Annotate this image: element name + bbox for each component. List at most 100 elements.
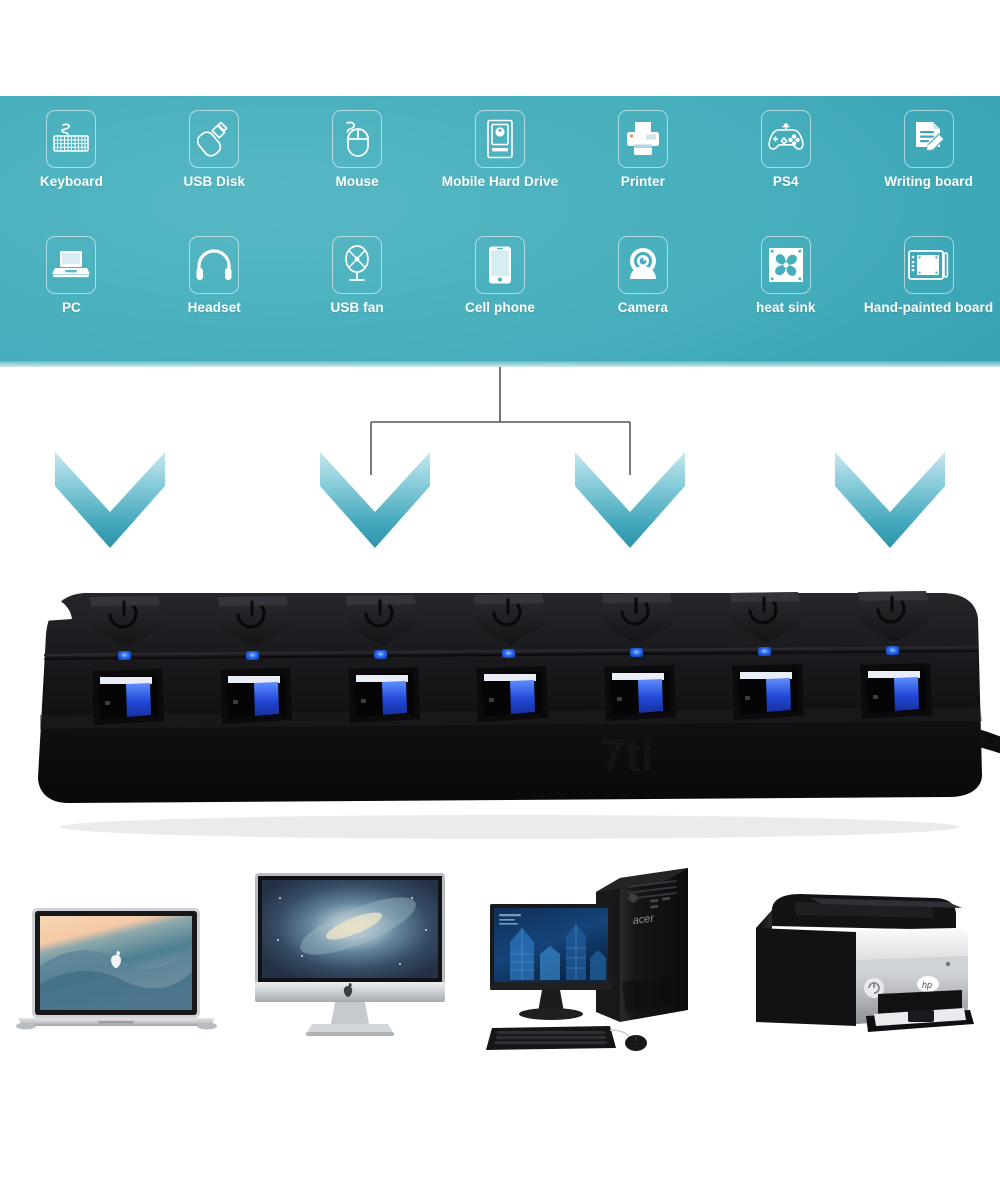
mouse-cable — [609, 1029, 631, 1039]
device-item-label: USB fan — [330, 300, 384, 315]
apple-logo — [111, 955, 121, 968]
device-item-mouse: Mouse — [286, 110, 429, 189]
device-item-label: Mobile Hard Drive — [441, 174, 559, 189]
device-item-label: heat sink — [756, 300, 816, 315]
wallpaper-wave-2 — [40, 970, 192, 1010]
device-item-ps4: PS4 — [714, 110, 857, 189]
device-item-printer: Printer — [571, 110, 714, 189]
device-icon-row-1: Keyboard USB Disk — [0, 110, 1000, 189]
usb-port — [348, 667, 420, 723]
printer-icon — [617, 110, 668, 168]
printer-front-band — [856, 956, 968, 974]
hub-port-group-7[interactable] — [858, 591, 932, 719]
pc-tower-vents — [627, 880, 677, 900]
printer-paper-guide — [810, 898, 962, 908]
power-led — [502, 649, 515, 658]
device-item-label: PC — [61, 300, 81, 315]
macbook-pro-laptop — [16, 908, 217, 1030]
pc-power-button — [628, 893, 638, 903]
monitor-stand-neck — [538, 990, 564, 1012]
pc-keyboard-keys — [495, 1031, 607, 1045]
hub-port-group-2[interactable] — [218, 596, 292, 724]
hub-port-group-5[interactable] — [602, 593, 676, 721]
chevron-down-arrow-4 — [835, 452, 945, 548]
device-item-usb-fan: USB fan — [286, 236, 429, 315]
usb-flash-drive-icon — [189, 110, 240, 168]
device-item-label: Cell phone — [465, 300, 536, 315]
device-item-keyboard: Keyboard — [0, 110, 143, 189]
pc-tower-top — [596, 868, 688, 892]
galaxy-core — [326, 912, 382, 940]
imac-apple-leaf — [348, 983, 352, 988]
device-item-pc: PC — [0, 236, 143, 315]
usb-port — [92, 669, 164, 725]
hub-port-group-3[interactable] — [346, 595, 420, 723]
usb-port — [220, 668, 292, 724]
device-item-camera: Camera — [571, 236, 714, 315]
cell-phone-icon — [475, 236, 525, 294]
gamepad-icon — [760, 110, 811, 168]
power-led — [886, 646, 899, 655]
device-item-label: Writing board — [884, 174, 973, 189]
hub-port-group-6[interactable] — [730, 592, 804, 720]
hub-port-group-4[interactable] — [474, 594, 548, 722]
hp-laser-printer: hp — [756, 894, 974, 1032]
printer-left-panel — [756, 928, 856, 1026]
usb-hub-product-photo: 7ti — [38, 591, 1000, 839]
device-item-headset: Headset — [143, 236, 286, 315]
imac-apple-logo — [343, 986, 353, 997]
drawing-tablet-icon — [903, 236, 954, 294]
printer-output-slot — [878, 990, 962, 1016]
printer-brand-text: hp — [922, 980, 932, 990]
power-led — [246, 651, 259, 660]
mouse-icon — [332, 110, 383, 168]
usb-fan-icon — [332, 236, 383, 294]
power-led — [630, 648, 643, 657]
imac-stand-base — [306, 1032, 394, 1036]
chevron-down-arrow-2 — [320, 452, 430, 548]
hub-shadow — [60, 815, 960, 839]
galaxy-stars — [277, 897, 427, 965]
device-item-hand-painted-board: Hand-painted board — [857, 236, 1000, 315]
imac-desktop — [255, 873, 445, 1036]
heat-sink-fan-icon — [760, 236, 811, 294]
imac-stand-foot — [306, 1024, 394, 1034]
headset-icon — [189, 236, 240, 294]
wallpaper-city — [510, 924, 606, 980]
device-item-writing-board: Writing board — [857, 110, 1000, 189]
hub-corner-notch — [44, 597, 72, 621]
device-item-label: Headset — [187, 300, 241, 315]
power-led — [374, 650, 387, 659]
connector-tree — [370, 367, 631, 475]
hub-port-group-1[interactable] — [90, 596, 164, 725]
laptop-foot-right — [197, 1022, 217, 1030]
power-led — [118, 651, 131, 660]
laptop-foot-left — [16, 1022, 36, 1030]
pc-brand-logo: acer — [632, 912, 656, 927]
external-hard-drive-icon — [475, 110, 525, 168]
usb-port — [604, 665, 676, 721]
device-item-label: USB Disk — [183, 174, 246, 189]
apple-logo-leaf — [116, 951, 120, 956]
chevron-down-arrow-1 — [55, 452, 165, 548]
hub-embossed-logo: 7ti — [600, 729, 654, 781]
printer-paper-stop — [908, 1010, 934, 1022]
usb-port — [860, 663, 932, 719]
device-item-cell-phone: Cell phone — [429, 236, 572, 315]
device-item-label: Keyboard — [39, 174, 103, 189]
pc-front-ports — [650, 897, 671, 909]
device-item-label: Hand-painted board — [863, 300, 994, 315]
laptop-icon — [46, 236, 97, 294]
printer-brand-logo — [917, 976, 939, 992]
laptop-trackpad-notch — [98, 1021, 134, 1024]
keyboard-icon — [46, 110, 97, 168]
device-item-heat-sink: heat sink — [714, 236, 857, 315]
imac-stand-neck — [331, 1002, 369, 1024]
compatibility-panel: Keyboard USB Disk — [0, 96, 1000, 367]
acer-desktop-pc: acer — [486, 868, 688, 1051]
pc-tower-lower-panel — [622, 974, 686, 1012]
usb-port — [732, 664, 804, 720]
device-item-label: Printer — [620, 174, 665, 189]
compatible-devices-strip: acer — [0, 860, 1000, 1075]
